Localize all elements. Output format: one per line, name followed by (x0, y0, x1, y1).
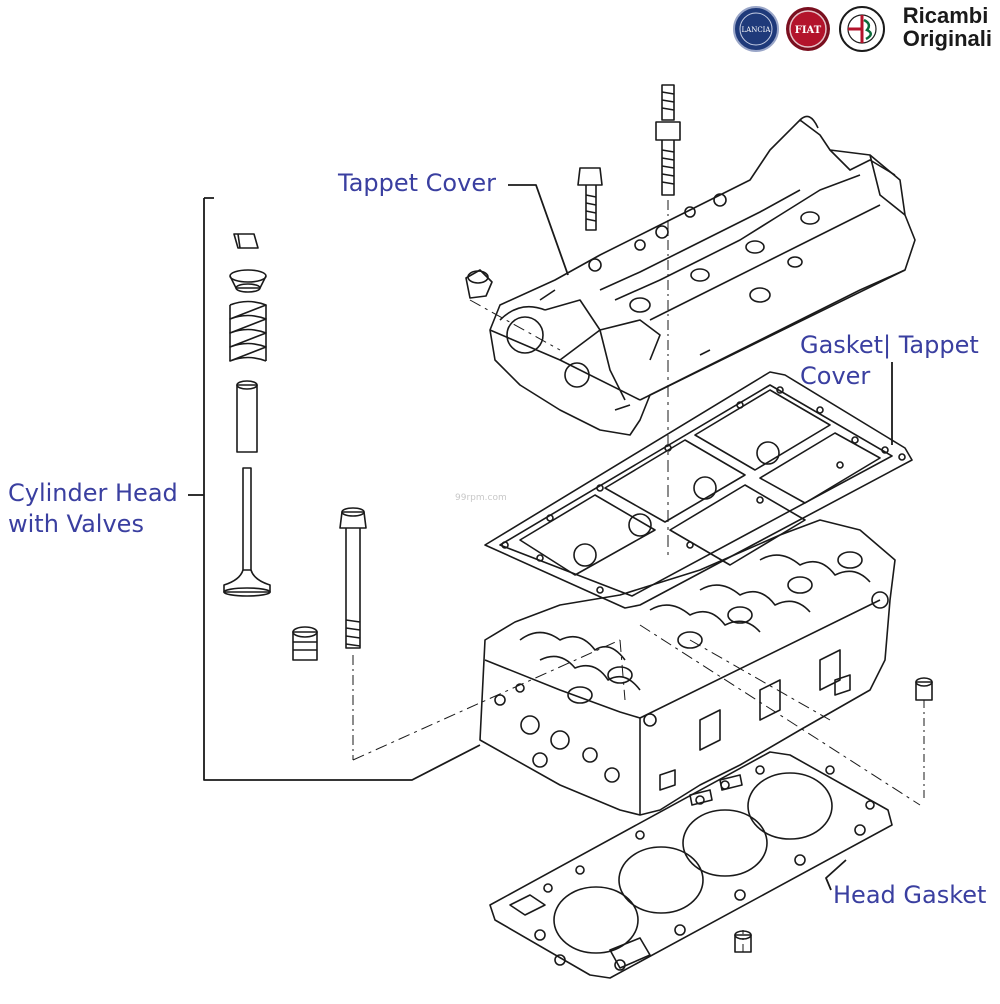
label-cylinder-head-line-1: Cylinder Head (8, 479, 178, 507)
fiat-logo: FIAT (785, 6, 831, 52)
cylinder-head-drawing (479, 519, 896, 816)
lancia-logo: LANCIA (733, 6, 779, 52)
brand-line-2: Originali (902, 26, 992, 51)
label-gasket-line-2: Cover (800, 362, 871, 390)
label-head-gasket: Head Gasket (833, 881, 987, 909)
lancia-logo-text: LANCIA (741, 26, 771, 34)
alfa-romeo-logo (839, 6, 885, 52)
brand-line-1: Ricambi (902, 3, 989, 28)
label-tappet-cover: Tappet Cover (338, 169, 496, 197)
tappet-cover-drawing (465, 84, 916, 436)
assembly-centerlines (352, 299, 921, 806)
brand-text: Ricambi Originali (903, 4, 992, 50)
watermark-text: 99rpm.com (455, 493, 507, 503)
callout-leaders (188, 184, 893, 891)
head-gasket-drawing (489, 677, 933, 979)
valve-components-drawing (223, 233, 367, 760)
label-gasket-tappet-cover: Gasket| Tappet Cover (800, 330, 979, 392)
tappet-cover-gasket-drawing (484, 371, 913, 609)
label-gasket-line-1: Gasket| Tappet (800, 331, 979, 359)
label-cylinder-head-line-2: with Valves (8, 510, 144, 538)
fiat-logo-text: FIAT (795, 25, 822, 36)
label-cylinder-head: Cylinder Head with Valves (8, 478, 178, 540)
